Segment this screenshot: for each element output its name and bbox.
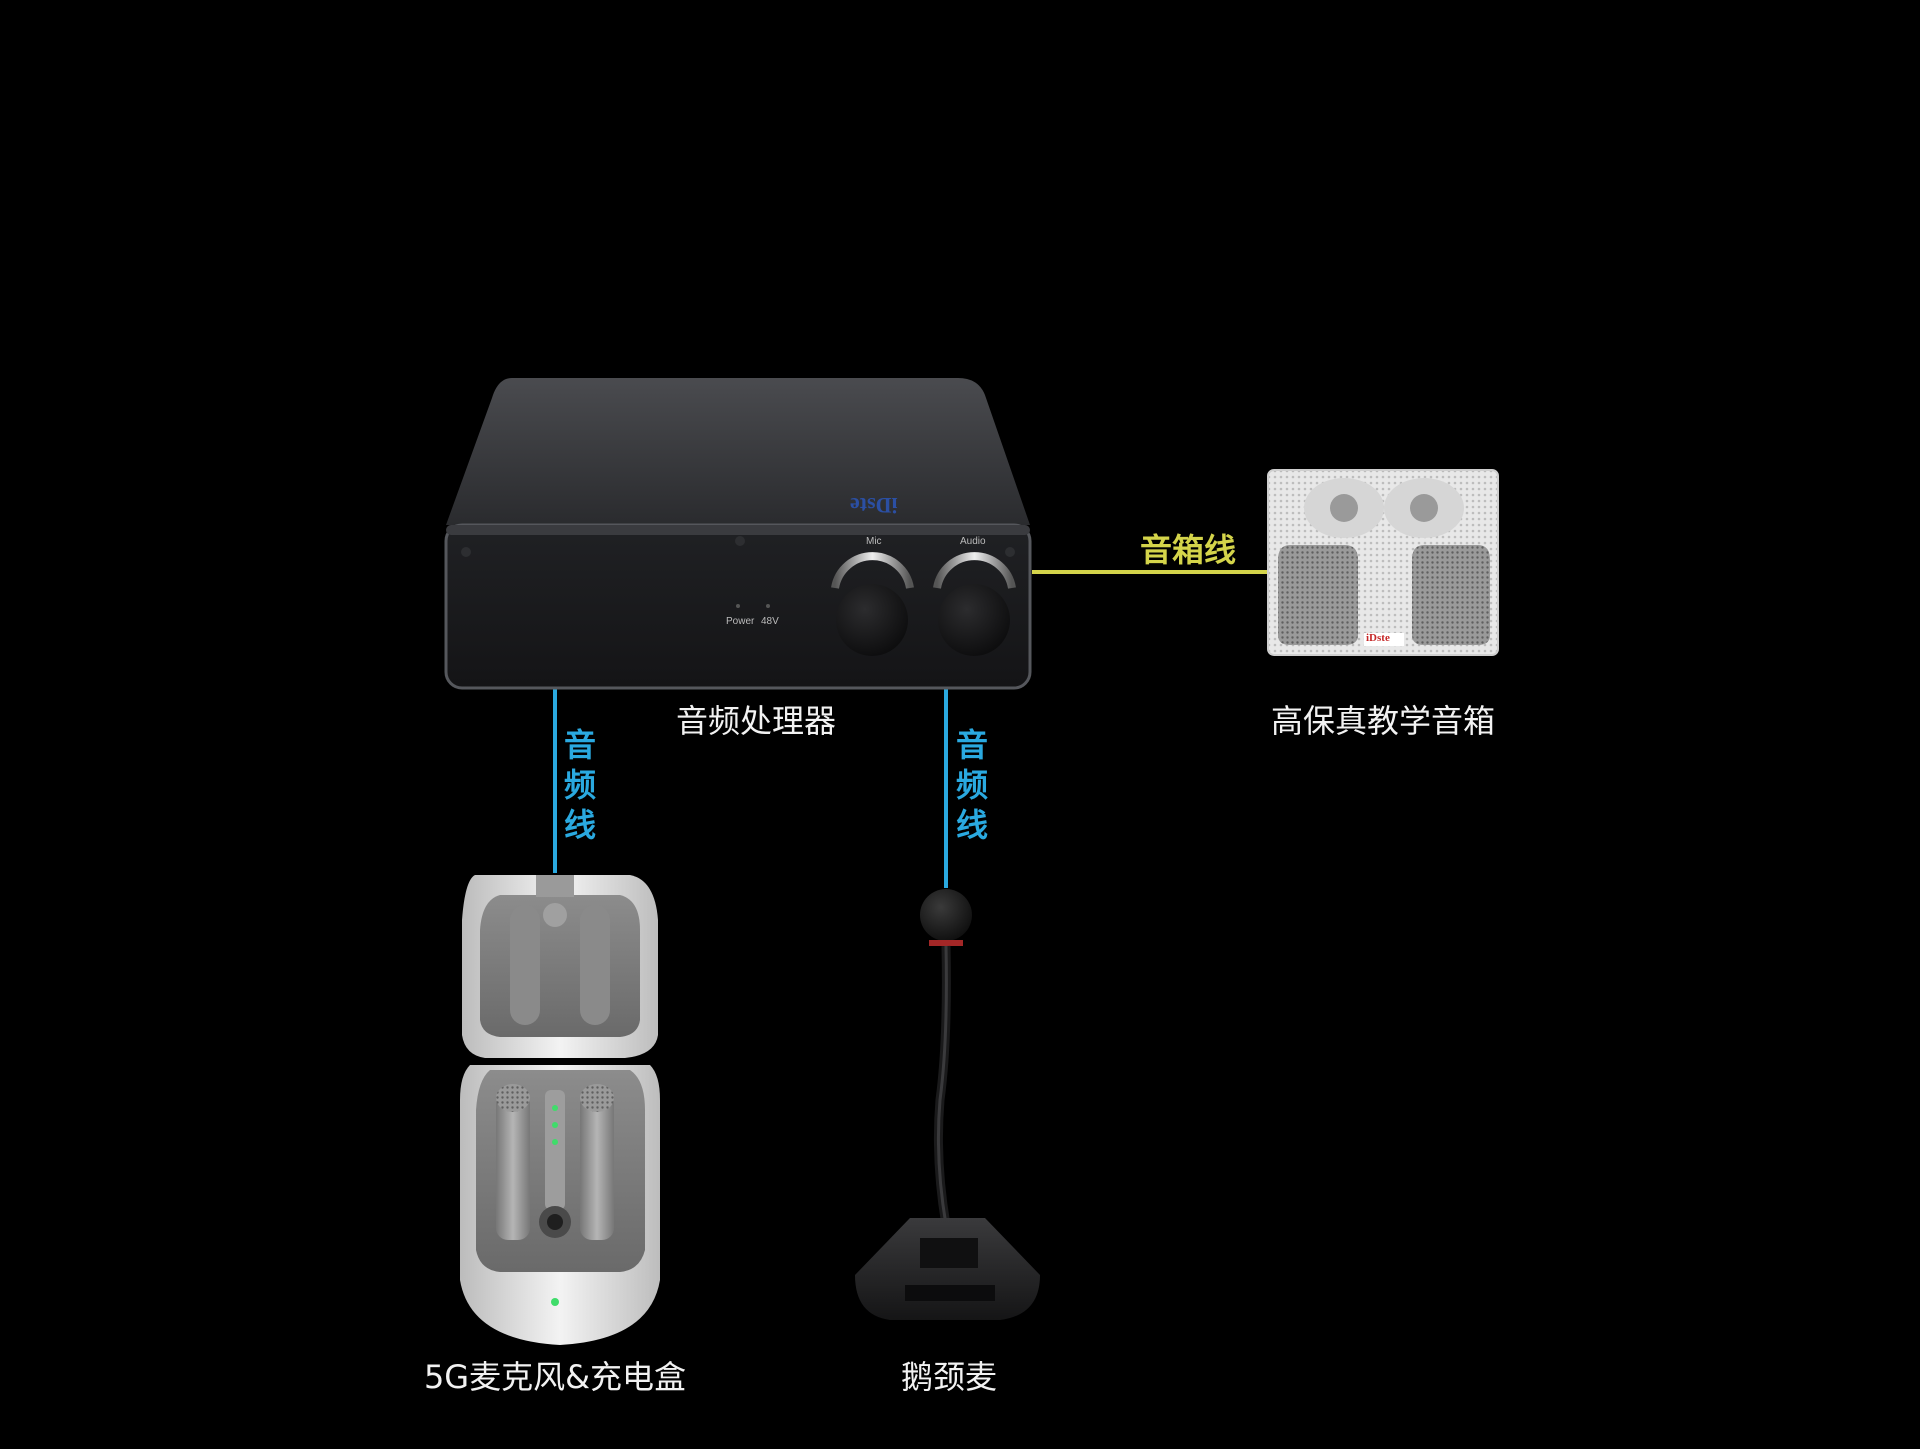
audio-processor	[444, 378, 1032, 690]
processor-brand-logo: iDste	[850, 493, 898, 518]
mic-charging-case	[460, 875, 660, 1345]
speaker-brand-logo: iDste	[1366, 632, 1390, 644]
right-audio-cable-label: 音 频 线	[955, 726, 988, 844]
left-audio-cable-label: 音 频 线	[563, 726, 596, 844]
mic-case-label: 5G麦克风&充电盒	[423, 1358, 687, 1396]
power-led-label: Power	[726, 616, 755, 627]
gooseneck-label: 鹅颈麦	[900, 1358, 998, 1396]
speaker-label: 高保真教学音箱	[1270, 702, 1496, 740]
48v-led-label: 48V	[761, 616, 779, 627]
audio-knob-label: Audio	[960, 536, 986, 547]
processor-label: 音频处理器	[675, 702, 837, 740]
speaker	[1267, 469, 1499, 656]
speaker-cable-label: 音箱线	[1140, 531, 1237, 569]
mic-knob-label: Mic	[866, 536, 882, 547]
gooseneck-mic	[855, 889, 1040, 1320]
